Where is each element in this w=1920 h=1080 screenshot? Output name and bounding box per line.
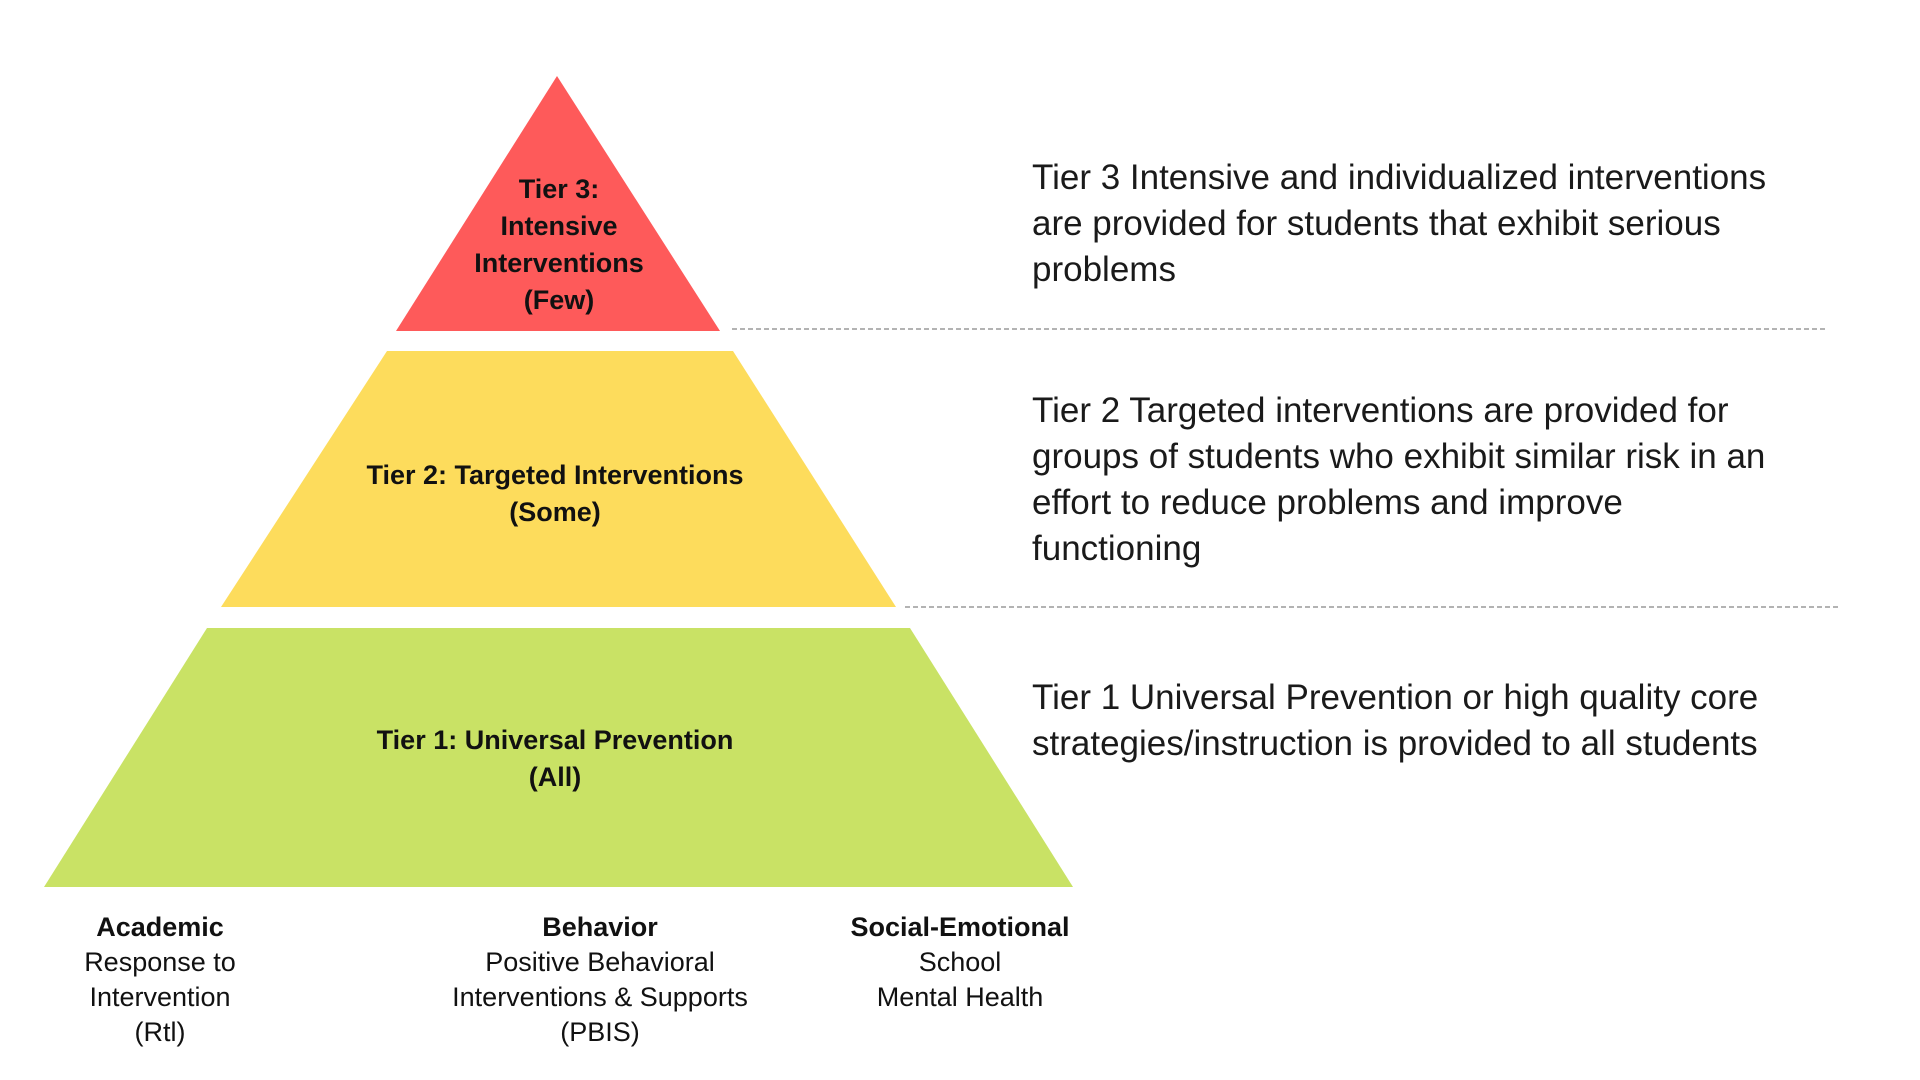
tier3-description: Tier 3 Intensive and individualized inte…	[1032, 155, 1872, 293]
tier2-description-line: effort to reduce problems and improve	[1032, 483, 1623, 522]
domain-social-emotional-line: School	[918, 947, 1002, 977]
domain-behavior-line: (PBIS)	[560, 1017, 640, 1047]
domain-social-emotional-line: Mental Health	[876, 982, 1044, 1012]
tier2-label-line: Tier 2: Targeted Interventions	[366, 460, 744, 490]
domain-behavior: Behavior Positive Behavioral Interventio…	[430, 910, 770, 1050]
tier3-label-line: Interventions	[474, 248, 644, 278]
tier2-description-line: groups of students who exhibit similar r…	[1032, 437, 1766, 476]
domain-behavior-title: Behavior	[542, 912, 658, 942]
tier1-label-line: Tier 1: Universal Prevention	[376, 725, 734, 755]
domain-behavior-line: Positive Behavioral	[485, 947, 715, 977]
tier1-label-line: (All)	[528, 762, 582, 792]
domain-academic: Academic Response to Intervention (Rtl)	[40, 910, 280, 1050]
tier3-description-line: are provided for students that exhibit s…	[1032, 204, 1721, 243]
tier2-description: Tier 2 Targeted interventions are provid…	[1032, 388, 1872, 572]
tier2-label-line: (Some)	[509, 497, 601, 527]
tier1-label: Tier 1: Universal Prevention (All)	[305, 722, 805, 796]
tier2-trapezoid	[221, 351, 896, 607]
tier1-description-line: Tier 1 Universal Prevention or high qual…	[1032, 678, 1759, 717]
tier3-triangle	[396, 76, 720, 331]
domain-social-emotional-title: Social-Emotional	[850, 912, 1070, 942]
tier3-description-line: problems	[1032, 250, 1176, 289]
tier3-label-line: Intensive	[500, 211, 618, 241]
tier2-description-line: Tier 2 Targeted interventions are provid…	[1032, 391, 1729, 430]
domain-academic-line: Response to	[84, 947, 236, 977]
domain-academic-line: (Rtl)	[134, 1017, 186, 1047]
tier3-label-line: (Few)	[523, 285, 595, 315]
tier3-label: Tier 3: Intensive Interventions (Few)	[437, 171, 681, 319]
tier2-label: Tier 2: Targeted Interventions (Some)	[305, 457, 805, 531]
domain-academic-title: Academic	[96, 912, 224, 942]
domain-social-emotional: Social-Emotional School Mental Health	[825, 910, 1095, 1015]
tier3-description-line: Tier 3 Intensive and individualized inte…	[1032, 158, 1767, 197]
domain-behavior-line: Interventions & Supports	[452, 982, 748, 1012]
tier3-label-line: Tier 3:	[518, 174, 600, 204]
tier1-trapezoid	[44, 628, 1073, 887]
tier1-description: Tier 1 Universal Prevention or high qual…	[1032, 675, 1872, 767]
domain-academic-line: Intervention	[89, 982, 231, 1012]
tier2-description-line: functioning	[1032, 529, 1202, 568]
tier1-description-line: strategies/instruction is provided to al…	[1032, 724, 1758, 763]
